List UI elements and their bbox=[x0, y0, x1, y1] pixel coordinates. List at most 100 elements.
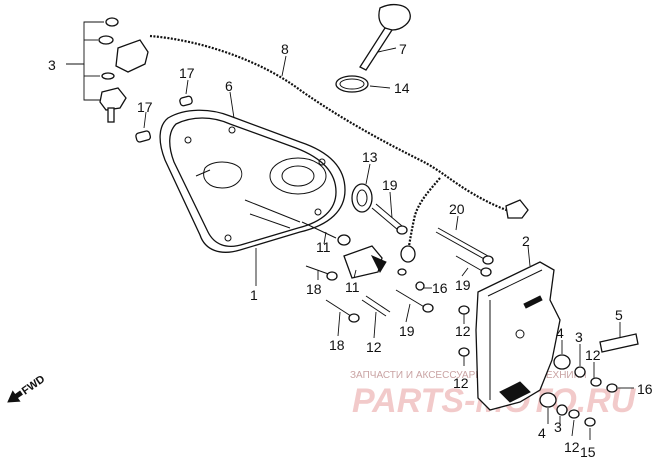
callout-label: 2 bbox=[522, 233, 530, 249]
leader-lines bbox=[66, 21, 634, 440]
dipstick-cap bbox=[378, 3, 411, 31]
washer-small bbox=[105, 17, 119, 27]
leader bbox=[369, 85, 391, 89]
callout-label: 14 bbox=[394, 80, 410, 96]
bolt-head bbox=[422, 303, 434, 313]
dowel-pin bbox=[179, 95, 193, 107]
callout-label: 12 bbox=[585, 347, 601, 363]
switch-body bbox=[115, 39, 149, 73]
bolt-shank bbox=[437, 227, 489, 257]
callout-label: 19 bbox=[455, 277, 471, 293]
bolt-shank bbox=[365, 295, 391, 313]
washer bbox=[337, 234, 351, 246]
bolt-shank bbox=[435, 231, 487, 261]
o-ring bbox=[335, 75, 369, 93]
wire-connector bbox=[397, 245, 416, 276]
guard-slot bbox=[523, 295, 543, 309]
bolt-shank bbox=[325, 299, 355, 319]
clip bbox=[415, 281, 425, 291]
sensor-thread bbox=[107, 107, 115, 123]
bolt-hole bbox=[314, 208, 322, 216]
leader bbox=[373, 311, 377, 339]
bracket bbox=[343, 245, 387, 279]
leader bbox=[353, 269, 357, 279]
crankcase-cover bbox=[159, 109, 346, 253]
forward-arrow-icon bbox=[7, 390, 23, 403]
callout-label: 20 bbox=[449, 201, 465, 217]
callout-label: 12 bbox=[453, 375, 469, 391]
callout-label: 19 bbox=[382, 177, 398, 193]
bolt-head bbox=[480, 267, 492, 277]
leader bbox=[389, 191, 393, 219]
connector-nut bbox=[397, 268, 407, 276]
leader bbox=[527, 245, 531, 267]
callout-label: 1 bbox=[250, 287, 258, 303]
callout-label: 4 bbox=[538, 425, 546, 441]
bolt-head bbox=[482, 255, 494, 265]
callout-label: 12 bbox=[564, 439, 580, 455]
collar bbox=[574, 366, 586, 378]
collar bbox=[556, 404, 568, 416]
callout-label: 3 bbox=[554, 419, 562, 435]
dipstick-rod bbox=[359, 27, 394, 71]
bolt-shank bbox=[371, 207, 399, 231]
bolt-head bbox=[326, 271, 338, 281]
cover-recess bbox=[203, 161, 243, 189]
nut bbox=[606, 383, 618, 393]
leader bbox=[185, 79, 189, 95]
bracket-tab bbox=[370, 255, 387, 274]
callout-labels: 3 8 7 14 6 17 17 1 13 19 20 2 11 11 18 1… bbox=[48, 41, 653, 460]
guard-hole bbox=[515, 329, 525, 339]
leader bbox=[405, 303, 411, 323]
washer bbox=[458, 305, 470, 315]
bolt-set bbox=[301, 221, 494, 323]
callout-label: 17 bbox=[137, 99, 153, 115]
bolt-head bbox=[396, 225, 408, 235]
leader bbox=[571, 419, 575, 437]
leader bbox=[337, 311, 341, 337]
cover-spout bbox=[195, 169, 211, 177]
washer-small bbox=[98, 35, 114, 45]
washer bbox=[590, 377, 602, 387]
watermark-subtitle: ЗАПЧАСТИ И АКСЕССУАРЫ ДЛЯ МОТОТЕХНИКИ bbox=[350, 370, 587, 381]
callout-label: 3 bbox=[575, 329, 583, 345]
callout-label: 12 bbox=[455, 323, 471, 339]
guard-edge bbox=[487, 269, 543, 297]
roller-bore bbox=[356, 189, 368, 207]
callout-label: 8 bbox=[281, 41, 289, 57]
dowel-pin bbox=[135, 130, 152, 143]
oil-dipstick bbox=[335, 3, 411, 93]
nut bbox=[584, 417, 596, 427]
chain-guard bbox=[475, 261, 561, 411]
leader bbox=[455, 215, 459, 231]
forward-label: FWD bbox=[20, 373, 47, 397]
forward-direction-indicator: FWD bbox=[7, 373, 47, 403]
callout-label: 3 bbox=[48, 57, 56, 73]
callout-label: 18 bbox=[329, 337, 345, 353]
bolt bbox=[371, 203, 408, 235]
bolt-head bbox=[348, 313, 360, 323]
cable-harness bbox=[149, 34, 519, 216]
leader bbox=[365, 163, 371, 185]
cover-boss bbox=[269, 157, 327, 195]
wire-terminal bbox=[505, 199, 529, 219]
roller-body bbox=[351, 183, 373, 213]
grommet-set bbox=[539, 354, 618, 427]
callout-label: 4 bbox=[556, 325, 564, 341]
bolt-hole bbox=[224, 234, 232, 242]
leader bbox=[377, 47, 397, 53]
connector-body bbox=[400, 245, 416, 263]
leader bbox=[143, 111, 147, 129]
leader bbox=[323, 231, 327, 245]
o-ring-inner bbox=[339, 78, 365, 90]
callout-label: 19 bbox=[399, 323, 415, 339]
callout-label: 16 bbox=[432, 280, 448, 296]
bolt-shank bbox=[301, 221, 337, 239]
washer bbox=[458, 347, 470, 357]
callout-label: 11 bbox=[345, 279, 360, 295]
leader bbox=[83, 64, 100, 101]
cable-branch bbox=[406, 177, 441, 253]
label-plate bbox=[599, 333, 639, 353]
roller bbox=[351, 183, 373, 213]
